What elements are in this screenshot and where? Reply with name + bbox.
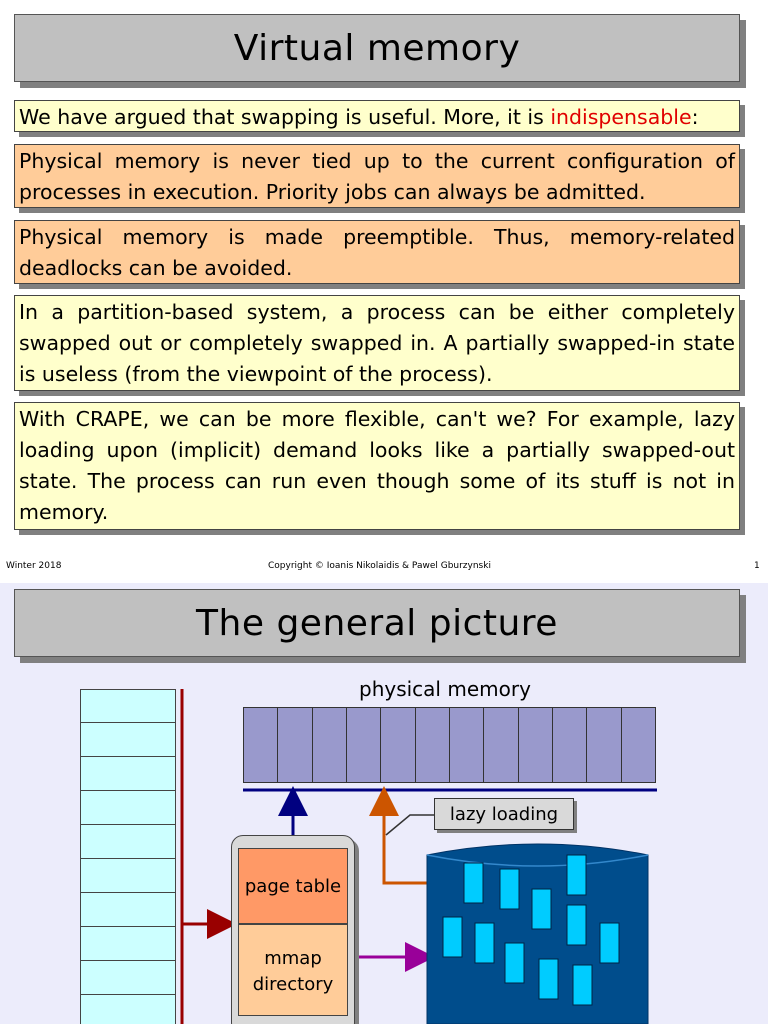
memory-frame <box>243 707 279 783</box>
memory-frame <box>346 707 382 783</box>
point-box-2: Physical memory is made preemptible. Thu… <box>14 220 740 284</box>
process-descriptor: page table mmap directory <box>231 835 355 1024</box>
physical-memory-frames <box>243 707 656 783</box>
virtual-cell <box>80 723 176 757</box>
point-box-1: Physical memory is never tied up to the … <box>14 144 740 208</box>
lazy-label-pointer <box>385 814 434 836</box>
memory-frame <box>518 707 553 783</box>
virtual-cell <box>80 961 176 995</box>
physical-memory-label: physical memory <box>359 677 531 701</box>
memory-frame <box>484 707 519 783</box>
memory-frame <box>449 707 485 783</box>
virtual-cell <box>80 995 176 1024</box>
slide-title-2: The general picture <box>14 589 740 657</box>
memory-frame <box>381 707 416 783</box>
intro-end: : <box>691 105 699 129</box>
virtual-space-stack <box>80 689 176 1024</box>
slide-title: Virtual memory <box>14 14 740 82</box>
virtual-cell <box>80 757 176 791</box>
virtual-cell <box>80 689 176 723</box>
mmap-label: mmap <box>264 948 322 969</box>
slide-virtual-memory: Virtual memory We have argued that swapp… <box>6 14 760 571</box>
intro-box: We have argued that swapping is useful. … <box>14 100 740 132</box>
footer-term: Winter 2018 <box>6 561 62 571</box>
disk-icon <box>426 843 649 1024</box>
footer-copyright: Copyright © Ioanis Nikolaidis & Pawel Gb… <box>268 561 491 571</box>
virtual-cell <box>80 825 176 859</box>
diagram-connectors <box>180 689 657 1024</box>
mmap-directory-box: mmap directory <box>238 924 348 1016</box>
memory-frame <box>587 707 622 783</box>
intro-text: We have argued that swapping is useful. … <box>19 105 551 129</box>
page-table-box: page table <box>238 848 348 924</box>
memory-frame <box>552 707 588 783</box>
lazy-loading-label: lazy loading <box>434 798 574 830</box>
point-box-4: With CRAPE, we can be more flexible, can… <box>14 402 740 530</box>
point-box-3: In a partition-based system, a process c… <box>14 295 740 391</box>
lazy-loading-arrow <box>369 786 430 885</box>
memory-frame <box>621 707 656 783</box>
memory-frame <box>312 707 347 783</box>
footer-page-number: 1 <box>754 561 760 571</box>
virtual-cell <box>80 791 176 825</box>
virtual-cell <box>80 893 176 927</box>
memory-frame <box>415 707 450 783</box>
memory-frame <box>278 707 313 783</box>
slide-general-picture: The general picture physical memory <box>0 583 768 1024</box>
intro-highlight: indispensable <box>550 105 692 129</box>
directory-label: directory <box>252 974 334 995</box>
virtual-cell <box>80 927 176 961</box>
virtual-cell <box>80 859 176 893</box>
